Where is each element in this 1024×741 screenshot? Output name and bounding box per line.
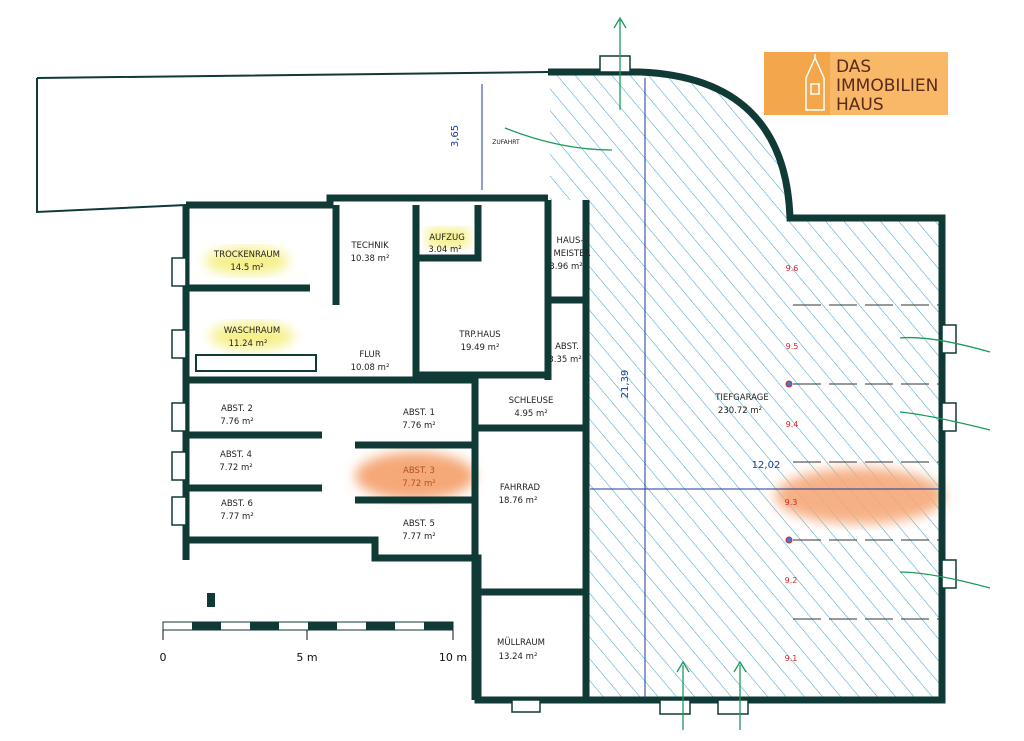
parking-space-number: 9.3 bbox=[785, 498, 798, 507]
highlight-aufzug bbox=[427, 228, 469, 248]
vent-grilles bbox=[195, 354, 317, 372]
room-trphaus: TRP.HAUS 19.49 m² bbox=[458, 330, 500, 353]
column-marker bbox=[785, 380, 793, 388]
highlight-waschraum bbox=[210, 322, 294, 350]
scale-label-start: 0 bbox=[160, 651, 167, 664]
svg-text:TECHNIK: TECHNIK bbox=[350, 241, 389, 251]
room-abst-small: ABST. 3.35 m² bbox=[548, 342, 581, 365]
room-abst1: ABST. 1 7.76 m² bbox=[402, 408, 435, 431]
driveway-width: 3,65 bbox=[450, 125, 461, 147]
svg-text:ABST.: ABST. bbox=[555, 342, 579, 352]
svg-text:3.96 m²: 3.96 m² bbox=[549, 262, 582, 272]
parking-space-number: 9.5 bbox=[786, 342, 799, 351]
highlight-parking-93 bbox=[775, 468, 945, 524]
dimension-lines bbox=[481, 78, 940, 698]
logo-line: HAUS bbox=[836, 95, 884, 115]
room-labels: TROCKENRAUM 14.5 m² WASCHRAUM 11.24 m² TEC… bbox=[213, 233, 769, 662]
svg-text:ABST. 5: ABST. 5 bbox=[403, 519, 435, 529]
svg-text:10.38 m²: 10.38 m² bbox=[351, 254, 390, 264]
svg-text:ABST. 4: ABST. 4 bbox=[220, 450, 252, 460]
svg-text:7.76 m²: 7.76 m² bbox=[402, 421, 435, 431]
garage-width: 12,02 bbox=[752, 460, 781, 471]
svg-text:HAUS-: HAUS- bbox=[557, 236, 584, 246]
room-technik: TECHNIK 10.38 m² bbox=[350, 241, 389, 264]
garage-length: 21,39 bbox=[620, 370, 631, 399]
room-aufzug: AUFZUG 3.04 m² bbox=[428, 233, 464, 255]
svg-text:18.76 m²: 18.76 m² bbox=[499, 496, 538, 506]
scale-bar: 0 5 m 10 m bbox=[160, 593, 467, 664]
svg-text:7.77 m²: 7.77 m² bbox=[402, 532, 435, 542]
svg-text:19.49 m²: 19.49 m² bbox=[461, 343, 500, 353]
parking-space-number: 9.6 bbox=[786, 264, 799, 273]
logo-line: IMMOBILIEN bbox=[836, 76, 938, 96]
room-hausmeister: HAUS- MEISTER 3.96 m² bbox=[549, 236, 590, 272]
parking-space-number: 9.1 bbox=[785, 654, 798, 663]
svg-text:13.24 m²: 13.24 m² bbox=[499, 652, 538, 662]
svg-text:3.35 m²: 3.35 m² bbox=[548, 355, 581, 365]
scale-label-mid: 5 m bbox=[296, 651, 317, 664]
svg-text:AUFZUG: AUFZUG bbox=[429, 233, 465, 243]
svg-text:7.72 m²: 7.72 m² bbox=[219, 463, 252, 473]
svg-text:MEISTER: MEISTER bbox=[553, 249, 590, 259]
svg-text:ABST. 3: ABST. 3 bbox=[403, 466, 435, 476]
column-marker bbox=[785, 536, 793, 544]
svg-text:TROCKENRAUM: TROCKENRAUM bbox=[213, 250, 280, 260]
svg-text:11.24 m²: 11.24 m² bbox=[229, 339, 268, 349]
svg-text:MÜLLRAUM: MÜLLRAUM bbox=[497, 637, 545, 648]
highlight-trockenraum bbox=[205, 247, 289, 275]
svg-text:TIEFGARAGE: TIEFGARAGE bbox=[714, 393, 769, 403]
svg-text:7.76 m²: 7.76 m² bbox=[220, 417, 253, 427]
room-abst4: ABST. 4 7.72 m² bbox=[219, 450, 252, 473]
svg-text:ABST. 2: ABST. 2 bbox=[221, 404, 253, 414]
company-logo: DAS IMMOBILIEN HAUS bbox=[764, 52, 948, 115]
parking-space-number: 9.2 bbox=[785, 576, 798, 585]
room-muellraum: MÜLLRAUM 13.24 m² bbox=[497, 637, 545, 662]
room-trockenraum: TROCKENRAUM 14.5 m² bbox=[213, 250, 280, 273]
tower-icon bbox=[805, 54, 825, 111]
airflow-arrows bbox=[504, 16, 991, 730]
walls bbox=[36, 68, 946, 704]
room-flur: FLUR 10.08 m² bbox=[351, 350, 390, 373]
svg-text:FAHRRAD: FAHRRAD bbox=[500, 483, 541, 493]
svg-text:4.95 m²: 4.95 m² bbox=[514, 409, 547, 419]
svg-text:SCHLEUSE: SCHLEUSE bbox=[509, 396, 554, 406]
svg-text:10.08 m²: 10.08 m² bbox=[351, 363, 390, 373]
parking-dividers bbox=[793, 304, 940, 620]
svg-text:7.72 m²: 7.72 m² bbox=[402, 479, 435, 489]
room-schleuse: SCHLEUSE 4.95 m² bbox=[509, 396, 554, 419]
driveway-label: ZUFAHRT bbox=[492, 139, 520, 146]
parking-space-number: 9.4 bbox=[786, 420, 799, 429]
svg-text:TRP.HAUS: TRP.HAUS bbox=[458, 330, 500, 340]
svg-text:230.72 m²: 230.72 m² bbox=[718, 406, 762, 416]
svg-text:ABST. 6: ABST. 6 bbox=[221, 499, 253, 509]
highlight-abst3 bbox=[355, 452, 475, 500]
room-abst3: ABST. 3 7.72 m² bbox=[402, 466, 435, 489]
scale-label-end: 10 m bbox=[439, 651, 467, 664]
windows bbox=[171, 55, 957, 715]
room-abst5: ABST. 5 7.77 m² bbox=[402, 519, 435, 542]
svg-text:FLUR: FLUR bbox=[359, 350, 380, 360]
svg-text:3.04 m²: 3.04 m² bbox=[428, 245, 461, 255]
room-abst6: ABST. 6 7.77 m² bbox=[220, 499, 253, 522]
svg-text:14.5 m²: 14.5 m² bbox=[230, 263, 263, 273]
room-waschraum: WASCHRAUM 11.24 m² bbox=[224, 326, 280, 349]
svg-text:ABST. 1: ABST. 1 bbox=[403, 408, 435, 418]
garage-area bbox=[550, 72, 940, 698]
parking-numbers: 9.6 9.5 9.4 9.3 9.2 9.1 bbox=[785, 264, 799, 663]
room-abst2: ABST. 2 7.76 m² bbox=[220, 404, 253, 427]
svg-text:WASCHRAUM: WASCHRAUM bbox=[224, 326, 280, 336]
room-tiefgarage: TIEFGARAGE 230.72 m² bbox=[714, 393, 769, 416]
room-fahrrad: FAHRRAD 18.76 m² bbox=[499, 483, 541, 506]
svg-text:7.77 m²: 7.77 m² bbox=[220, 512, 253, 522]
logo-line: DAS bbox=[836, 57, 871, 77]
